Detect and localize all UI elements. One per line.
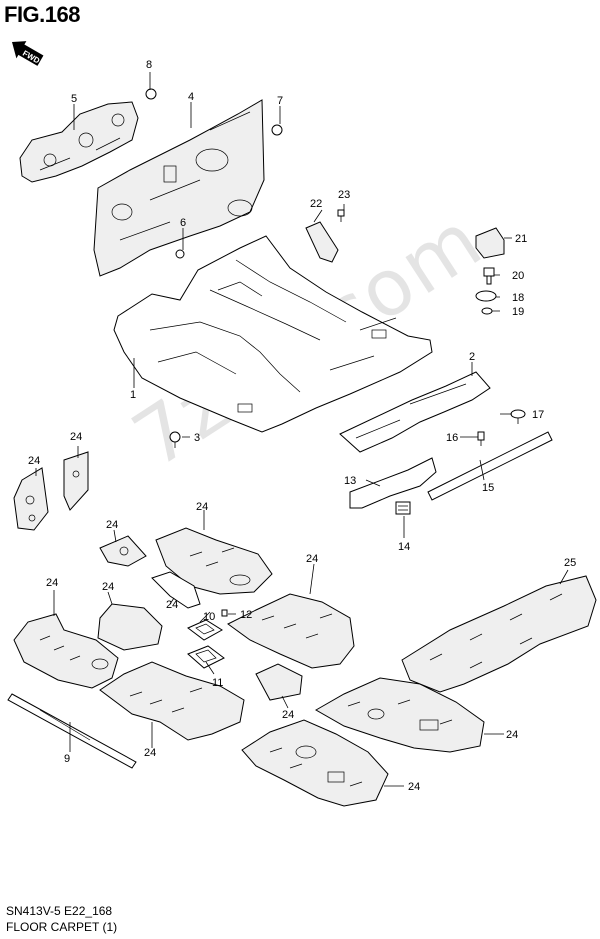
callout-7: 7	[277, 95, 283, 107]
part-24-mat-front-center[interactable]	[155, 527, 273, 595]
callout-24: 24	[282, 709, 294, 721]
part-6-clip[interactable]	[175, 249, 185, 259]
callout-18: 18	[512, 292, 524, 304]
callout-8: 8	[146, 59, 152, 71]
callout-25: 25	[564, 557, 576, 569]
part-23-screw[interactable]	[337, 209, 345, 222]
callout-24: 24	[166, 599, 178, 611]
callout-17: 17	[532, 409, 544, 421]
callout-20: 20	[512, 270, 524, 282]
part-10-gasket[interactable]	[187, 619, 223, 641]
callout-19: 19	[512, 306, 524, 318]
callout-24: 24	[144, 747, 156, 759]
callout-9: 9	[64, 753, 70, 765]
part-24-mat-small[interactable]	[99, 535, 147, 567]
part-18-retainer[interactable]	[475, 290, 497, 302]
part-2-rear-floor-panel[interactable]	[339, 371, 491, 453]
callout-2: 2	[469, 351, 475, 363]
callout-24: 24	[506, 729, 518, 741]
part-22-foot-rest[interactable]	[305, 221, 339, 263]
part-24-mat-rear-left[interactable]	[241, 719, 389, 807]
part-8-grommet[interactable]	[145, 88, 157, 100]
part-11-gasket[interactable]	[187, 645, 225, 669]
part-3-clip[interactable]	[169, 431, 181, 448]
callout-15: 15	[482, 482, 494, 494]
part-4-dash-panel-silencer[interactable]	[93, 99, 265, 277]
callout-23: 23	[338, 189, 350, 201]
callout-6: 6	[180, 217, 186, 229]
callout-24: 24	[106, 519, 118, 531]
section-caption: FLOOR CARPET (1)	[6, 920, 118, 934]
part-13-bracket[interactable]	[349, 457, 437, 509]
part-14-clip[interactable]	[395, 501, 411, 515]
callout-21: 21	[515, 233, 527, 245]
part-21-cap[interactable]	[475, 227, 505, 259]
callout-16: 16	[446, 432, 458, 444]
callout-5: 5	[71, 93, 77, 105]
callout-24: 24	[28, 455, 40, 467]
callout-24: 24	[46, 577, 58, 589]
callout-24: 24	[102, 581, 114, 593]
callout-12: 12	[240, 609, 252, 621]
part-19-washer[interactable]	[481, 307, 493, 315]
fwd-arrow-icon: FWD	[12, 41, 44, 66]
part-24-mat-center[interactable]	[227, 593, 355, 669]
part-24-mat-center-left[interactable]	[99, 661, 245, 741]
part-17-push-clip[interactable]	[510, 409, 526, 424]
part-24-side-pad-b[interactable]	[63, 451, 89, 511]
part-20-bolt[interactable]	[483, 267, 495, 285]
part-1-floor-carpet[interactable]	[113, 235, 433, 433]
callout-10: 10	[203, 611, 215, 623]
part-9-long-strip[interactable]	[7, 693, 137, 769]
callout-24: 24	[306, 553, 318, 565]
part-7-grommet[interactable]	[271, 124, 283, 136]
part-24-mat-wedge[interactable]	[255, 663, 303, 701]
callout-11: 11	[212, 677, 223, 689]
callout-24: 24	[70, 431, 82, 443]
callout-22: 22	[310, 198, 322, 210]
part-12-screw[interactable]	[221, 609, 228, 617]
part-24-mat-left-front[interactable]	[13, 613, 119, 689]
part-25-cargo-mat[interactable]	[401, 575, 597, 693]
part-16-screw[interactable]	[477, 431, 485, 446]
part-24-side-pad-a[interactable]	[13, 467, 49, 531]
model-caption: SN413V-5 E22_168	[6, 904, 113, 918]
callout-13: 13	[344, 475, 356, 487]
callout-24: 24	[196, 501, 208, 513]
callout-4: 4	[188, 91, 194, 103]
part-5-dash-silencer[interactable]	[19, 101, 139, 183]
part-15-sill-strip[interactable]	[427, 431, 553, 501]
callout-24: 24	[408, 781, 420, 793]
part-24-mat-bracket[interactable]	[151, 571, 201, 609]
callout-14: 14	[398, 541, 410, 553]
part-24-mat-rear-right[interactable]	[314, 677, 485, 753]
callout-3: 3	[194, 432, 200, 444]
figure-title: FIG.168	[4, 2, 80, 27]
leader-lines	[35, 72, 569, 787]
callout-1: 1	[130, 389, 136, 401]
part-24-mat-tunnel[interactable]	[97, 603, 163, 651]
